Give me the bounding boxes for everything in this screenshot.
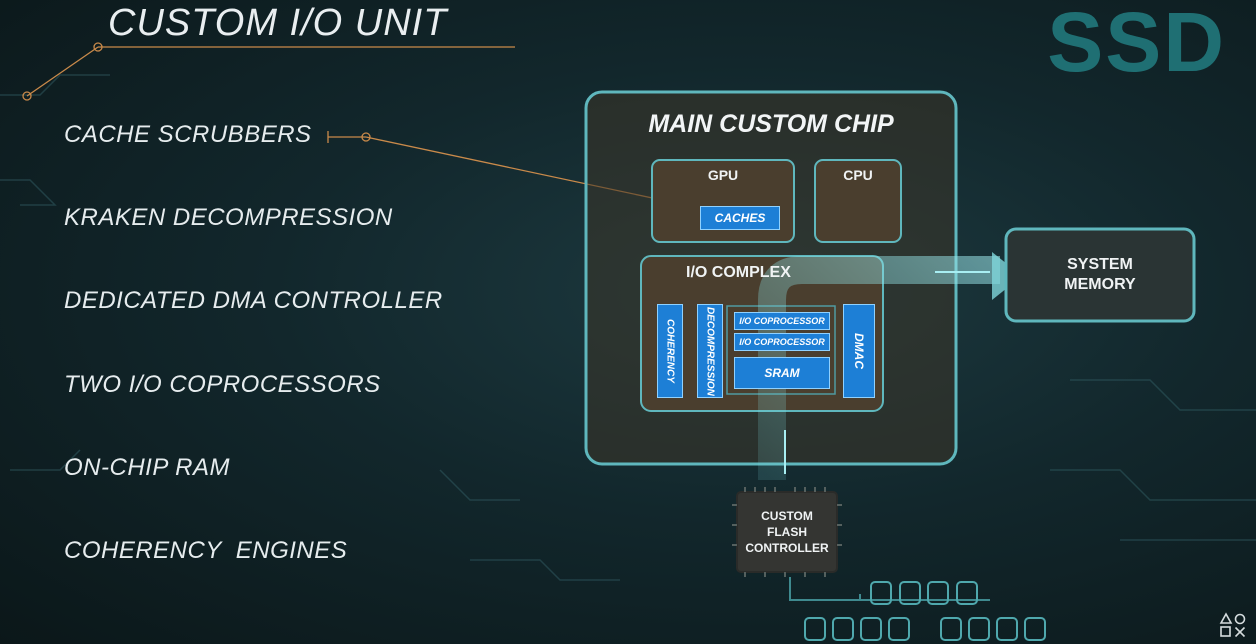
decompression-block: DECOMPRESSION: [697, 304, 723, 398]
slide-title: CUSTOM I/O UNIT: [108, 2, 448, 44]
feature-coherency-engines: COHERENCY ENGINES: [64, 537, 348, 564]
dmac-block: DMAC: [843, 304, 875, 398]
cpu-label: CPU: [843, 167, 873, 183]
cpu-box: [814, 159, 902, 243]
system-memory-line1: SYSTEM: [1067, 256, 1133, 273]
sram-block: SRAM: [734, 357, 830, 389]
system-memory-line2: MEMORY: [1064, 276, 1136, 293]
system-memory-box: [1004, 227, 1196, 323]
gpu-label: GPU: [707, 167, 739, 183]
feature-cache-scrubbers: CACHE SCRUBBERS: [64, 121, 312, 148]
title-underline: [22, 42, 515, 101]
feature-io-coprocessors: TWO I/O COPROCESSORS: [64, 371, 381, 398]
flash-controller-line1: CUSTOM: [761, 509, 813, 523]
io-complex-label: I/O COMPLEX: [686, 264, 791, 281]
caches-block: CACHES: [700, 206, 780, 230]
flash-controller-line3: CONTROLLER: [745, 541, 829, 555]
feature-on-chip-ram: ON-CHIP RAM: [64, 454, 230, 481]
background-circuit-traces: [0, 74, 1256, 581]
feature-kraken-decompression: KRAKEN DECOMPRESSION: [64, 204, 393, 231]
coherency-block: COHERENCY: [657, 304, 683, 398]
flash-memory-chips: [789, 577, 1046, 641]
io-coprocessor-1-block: I/O COPROCESSOR: [734, 312, 830, 330]
flash-controller-chip: [732, 487, 842, 577]
feature-dma-controller: DEDICATED DMA CONTROLLER: [64, 287, 443, 314]
data-flow-path: [758, 256, 1000, 480]
flash-controller-label: CUSTOM FLASH CONTROLLER: [737, 508, 837, 556]
io-coprocessor-2-block: I/O COPROCESSOR: [734, 333, 830, 351]
main-chip-label: MAIN CUSTOM CHIP: [648, 110, 894, 138]
system-memory-label: SYSTEM MEMORY: [1006, 256, 1194, 294]
playstation-symbols-icon: [1219, 612, 1246, 638]
ssd-brand-mark: SSD: [1047, 0, 1226, 89]
flash-controller-line2: FLASH: [767, 525, 807, 539]
